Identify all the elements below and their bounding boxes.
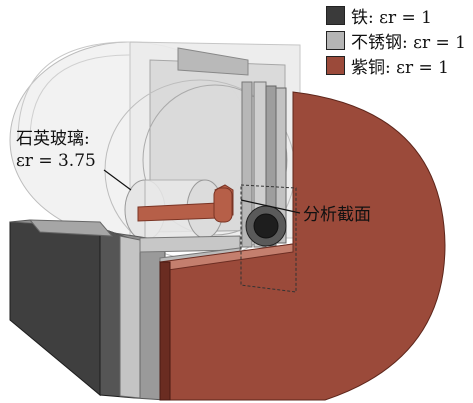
quartz-pointer xyxy=(103,169,132,191)
copper-face xyxy=(158,91,446,401)
quartz-permittivity: εr = 3.75 xyxy=(16,151,96,171)
iron-swatch xyxy=(326,6,345,25)
analysis-section-label: 分析截面 xyxy=(303,205,371,225)
copper-swatch xyxy=(326,56,345,75)
quartz-name: 石英玻璃: xyxy=(16,129,90,149)
quartz-glass-label: 石英玻璃: εr = 3.75 xyxy=(16,128,96,172)
legend-label: 不锈钢: εr = 1 xyxy=(351,33,466,53)
legend-item-steel: 不锈钢: εr = 1 xyxy=(326,29,471,53)
steel-bars xyxy=(241,81,287,248)
legend-item-iron: 铁: εr = 1 xyxy=(326,4,471,28)
legend-label: 紫铜: εr = 1 xyxy=(351,58,449,78)
analysis-section-box xyxy=(240,184,301,293)
copper-tube xyxy=(137,184,234,223)
legend-item-copper: 紫铜: εr = 1 xyxy=(326,54,471,78)
legend: 铁: εr = 1 不锈钢: εr = 1 紫铜: εr = 1 xyxy=(326,4,471,79)
steel-swatch xyxy=(326,31,345,50)
legend-label: 铁: εr = 1 xyxy=(351,8,432,28)
